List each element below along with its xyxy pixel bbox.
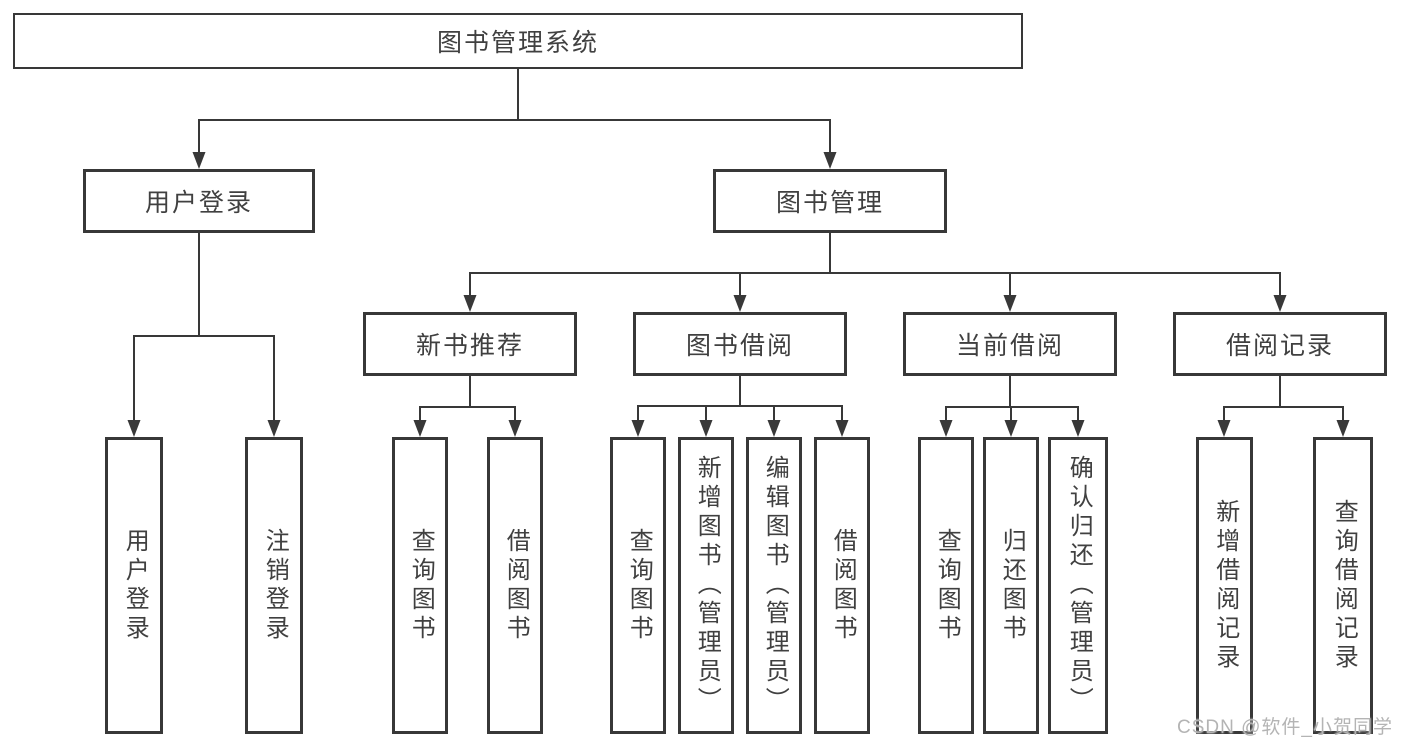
connector-book-borrowing-to-leaves <box>631 376 849 437</box>
node-label: 用户登录 <box>144 189 253 217</box>
leaf-query-books-recommendation: 查询图书 <box>392 437 448 734</box>
leaf-label: 确认归还（管理员） <box>1065 455 1093 716</box>
leaf-label: 查询图书 <box>407 527 435 644</box>
leaf-add-book-admin: 新增图书（管理员） <box>678 437 734 734</box>
leaf-logout: 注销登录 <box>245 437 303 734</box>
leaf-label: 查询图书 <box>933 527 961 644</box>
leaf-label: 查询图书 <box>625 527 653 644</box>
node-label: 图书管理 <box>775 189 884 217</box>
leaf-label: 编辑图书（管理员） <box>761 455 789 716</box>
leaf-label: 查询借阅记录 <box>1330 498 1358 673</box>
connector-current-borrowing-to-leaves <box>939 376 1085 437</box>
leaf-query-books-current: 查询图书 <box>918 437 974 734</box>
node-book-management: 图书管理 <box>713 169 947 233</box>
node-user-login: 用户登录 <box>83 169 315 233</box>
connector-new-book-recommendation-to-leaves <box>413 376 522 437</box>
node-borrowing-records: 借阅记录 <box>1173 312 1387 376</box>
leaf-borrow-books-borrowing: 借阅图书 <box>814 437 870 734</box>
leaf-confirm-return-admin: 确认归还（管理员） <box>1048 437 1108 734</box>
leaf-borrow-books-recommendation: 借阅图书 <box>487 437 543 734</box>
leaf-user-login: 用户登录 <box>105 437 163 734</box>
node-root-library-management-system: 图书管理系统 <box>13 13 1023 69</box>
connector-user-login-to-leaves <box>127 233 281 437</box>
connector-borrowing-records-to-leaves <box>1217 376 1350 437</box>
node-book-borrowing: 图书借阅 <box>633 312 847 376</box>
node-label: 图书管理系统 <box>436 29 599 57</box>
leaf-query-books-borrowing: 查询图书 <box>610 437 666 734</box>
leaf-label: 借阅图书 <box>502 527 530 644</box>
leaf-label: 归还图书 <box>998 527 1026 644</box>
node-label: 新书推荐 <box>415 332 524 360</box>
leaf-label: 注销登录 <box>261 527 289 644</box>
leaf-label: 借阅图书 <box>829 527 857 644</box>
leaf-label: 用户登录 <box>121 527 149 644</box>
node-label: 当前借阅 <box>955 332 1064 360</box>
leaf-return-book: 归还图书 <box>983 437 1039 734</box>
node-label: 图书借阅 <box>685 332 794 360</box>
watermark: CSDN @软件_小贺同学 <box>1177 717 1393 738</box>
leaf-label: 新增借阅记录 <box>1211 498 1239 673</box>
leaf-edit-book-admin: 编辑图书（管理员） <box>746 437 802 734</box>
node-current-borrowing: 当前借阅 <box>903 312 1117 376</box>
node-label: 借阅记录 <box>1225 332 1334 360</box>
connector-book-management-to-level3 <box>463 233 1287 312</box>
leaf-add-borrow-record: 新增借阅记录 <box>1196 437 1253 734</box>
leaf-label: 新增图书（管理员） <box>693 455 721 716</box>
node-new-book-recommendation: 新书推荐 <box>363 312 577 376</box>
leaf-query-borrow-record: 查询借阅记录 <box>1313 437 1373 734</box>
connector-root-to-level2 <box>192 69 837 169</box>
